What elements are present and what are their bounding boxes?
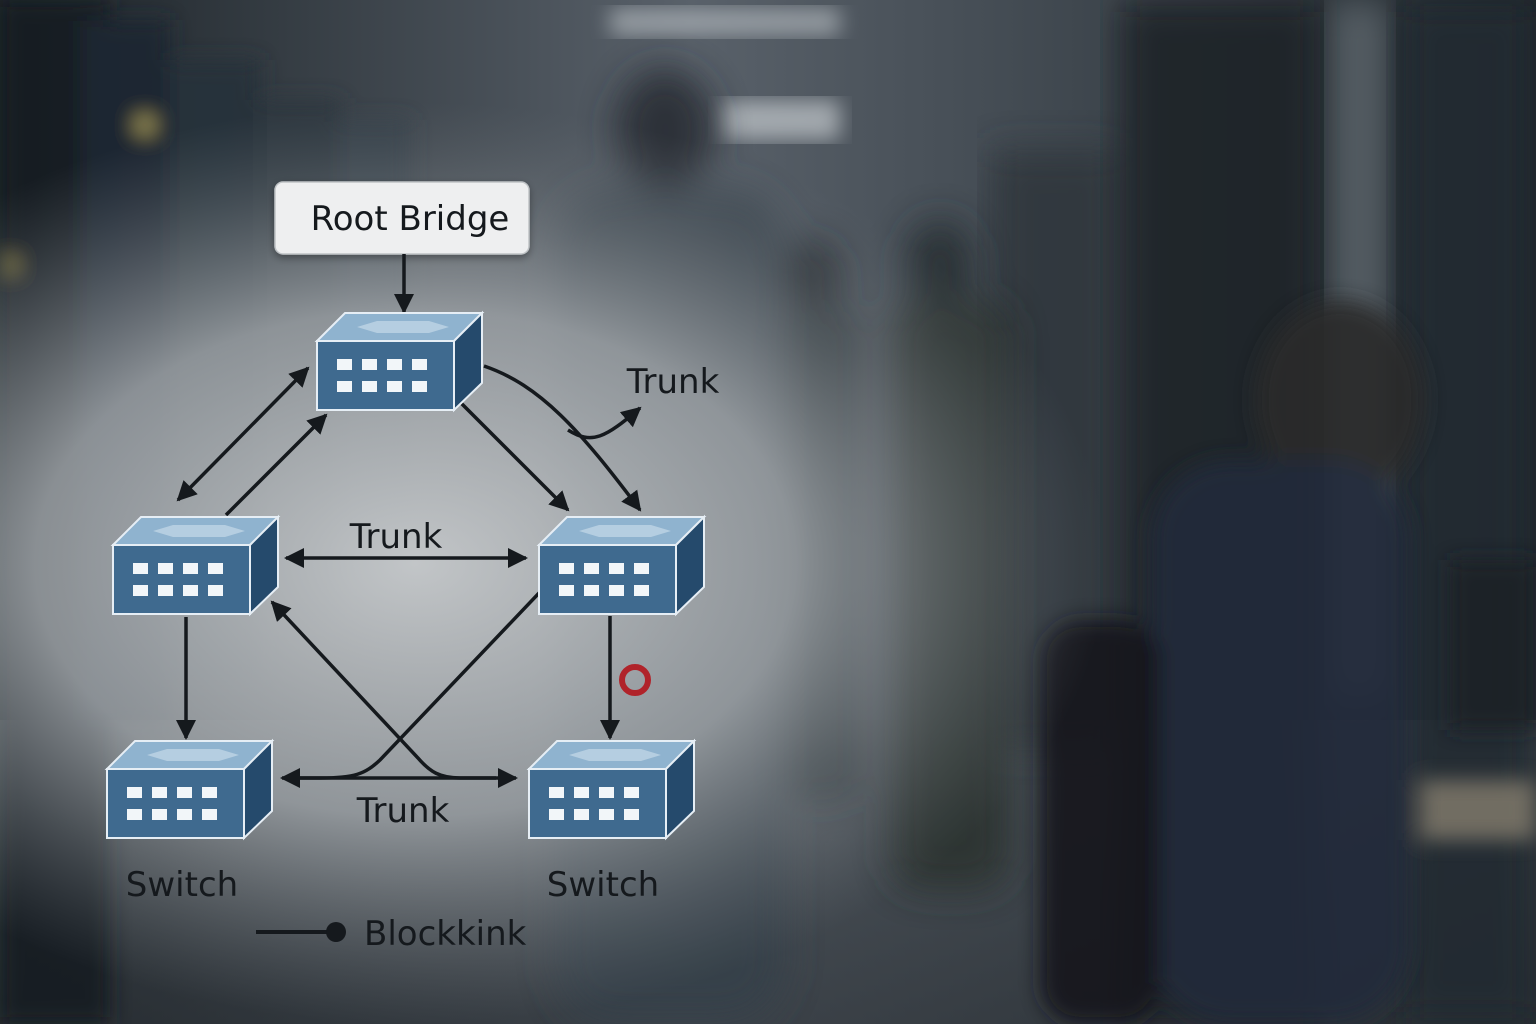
switch-left [112,516,279,615]
switch-right [538,516,705,615]
link-root-left-a [176,366,310,502]
trunk-label-top: Trunk [626,362,720,402]
trunk-callout-arrow [567,406,642,440]
link-bottomright-cross-left [270,600,496,780]
link-root-right-b [483,364,642,512]
switch-label-bottom-right: Switch [547,865,659,905]
legend-label: Blockkink [364,914,527,954]
root-bridge-label-box: Root Bridge [274,181,530,255]
switch-bottom-right [528,740,695,839]
trunk-label-bottom: Trunk [356,791,450,831]
legend-blocked-dot-icon [326,922,346,942]
switch-bottom-left [106,740,273,839]
link-left-root-b [224,413,328,517]
blocked-port-marker [619,664,651,696]
switch-root-bridge [316,312,483,411]
legend: Blockkink [256,914,527,954]
switch-label-bottom-left: Switch [126,865,238,905]
root-bridge-label: Root Bridge [311,199,510,239]
trunk-label-middle: Trunk [349,517,443,557]
link-root-right-a [456,398,570,512]
